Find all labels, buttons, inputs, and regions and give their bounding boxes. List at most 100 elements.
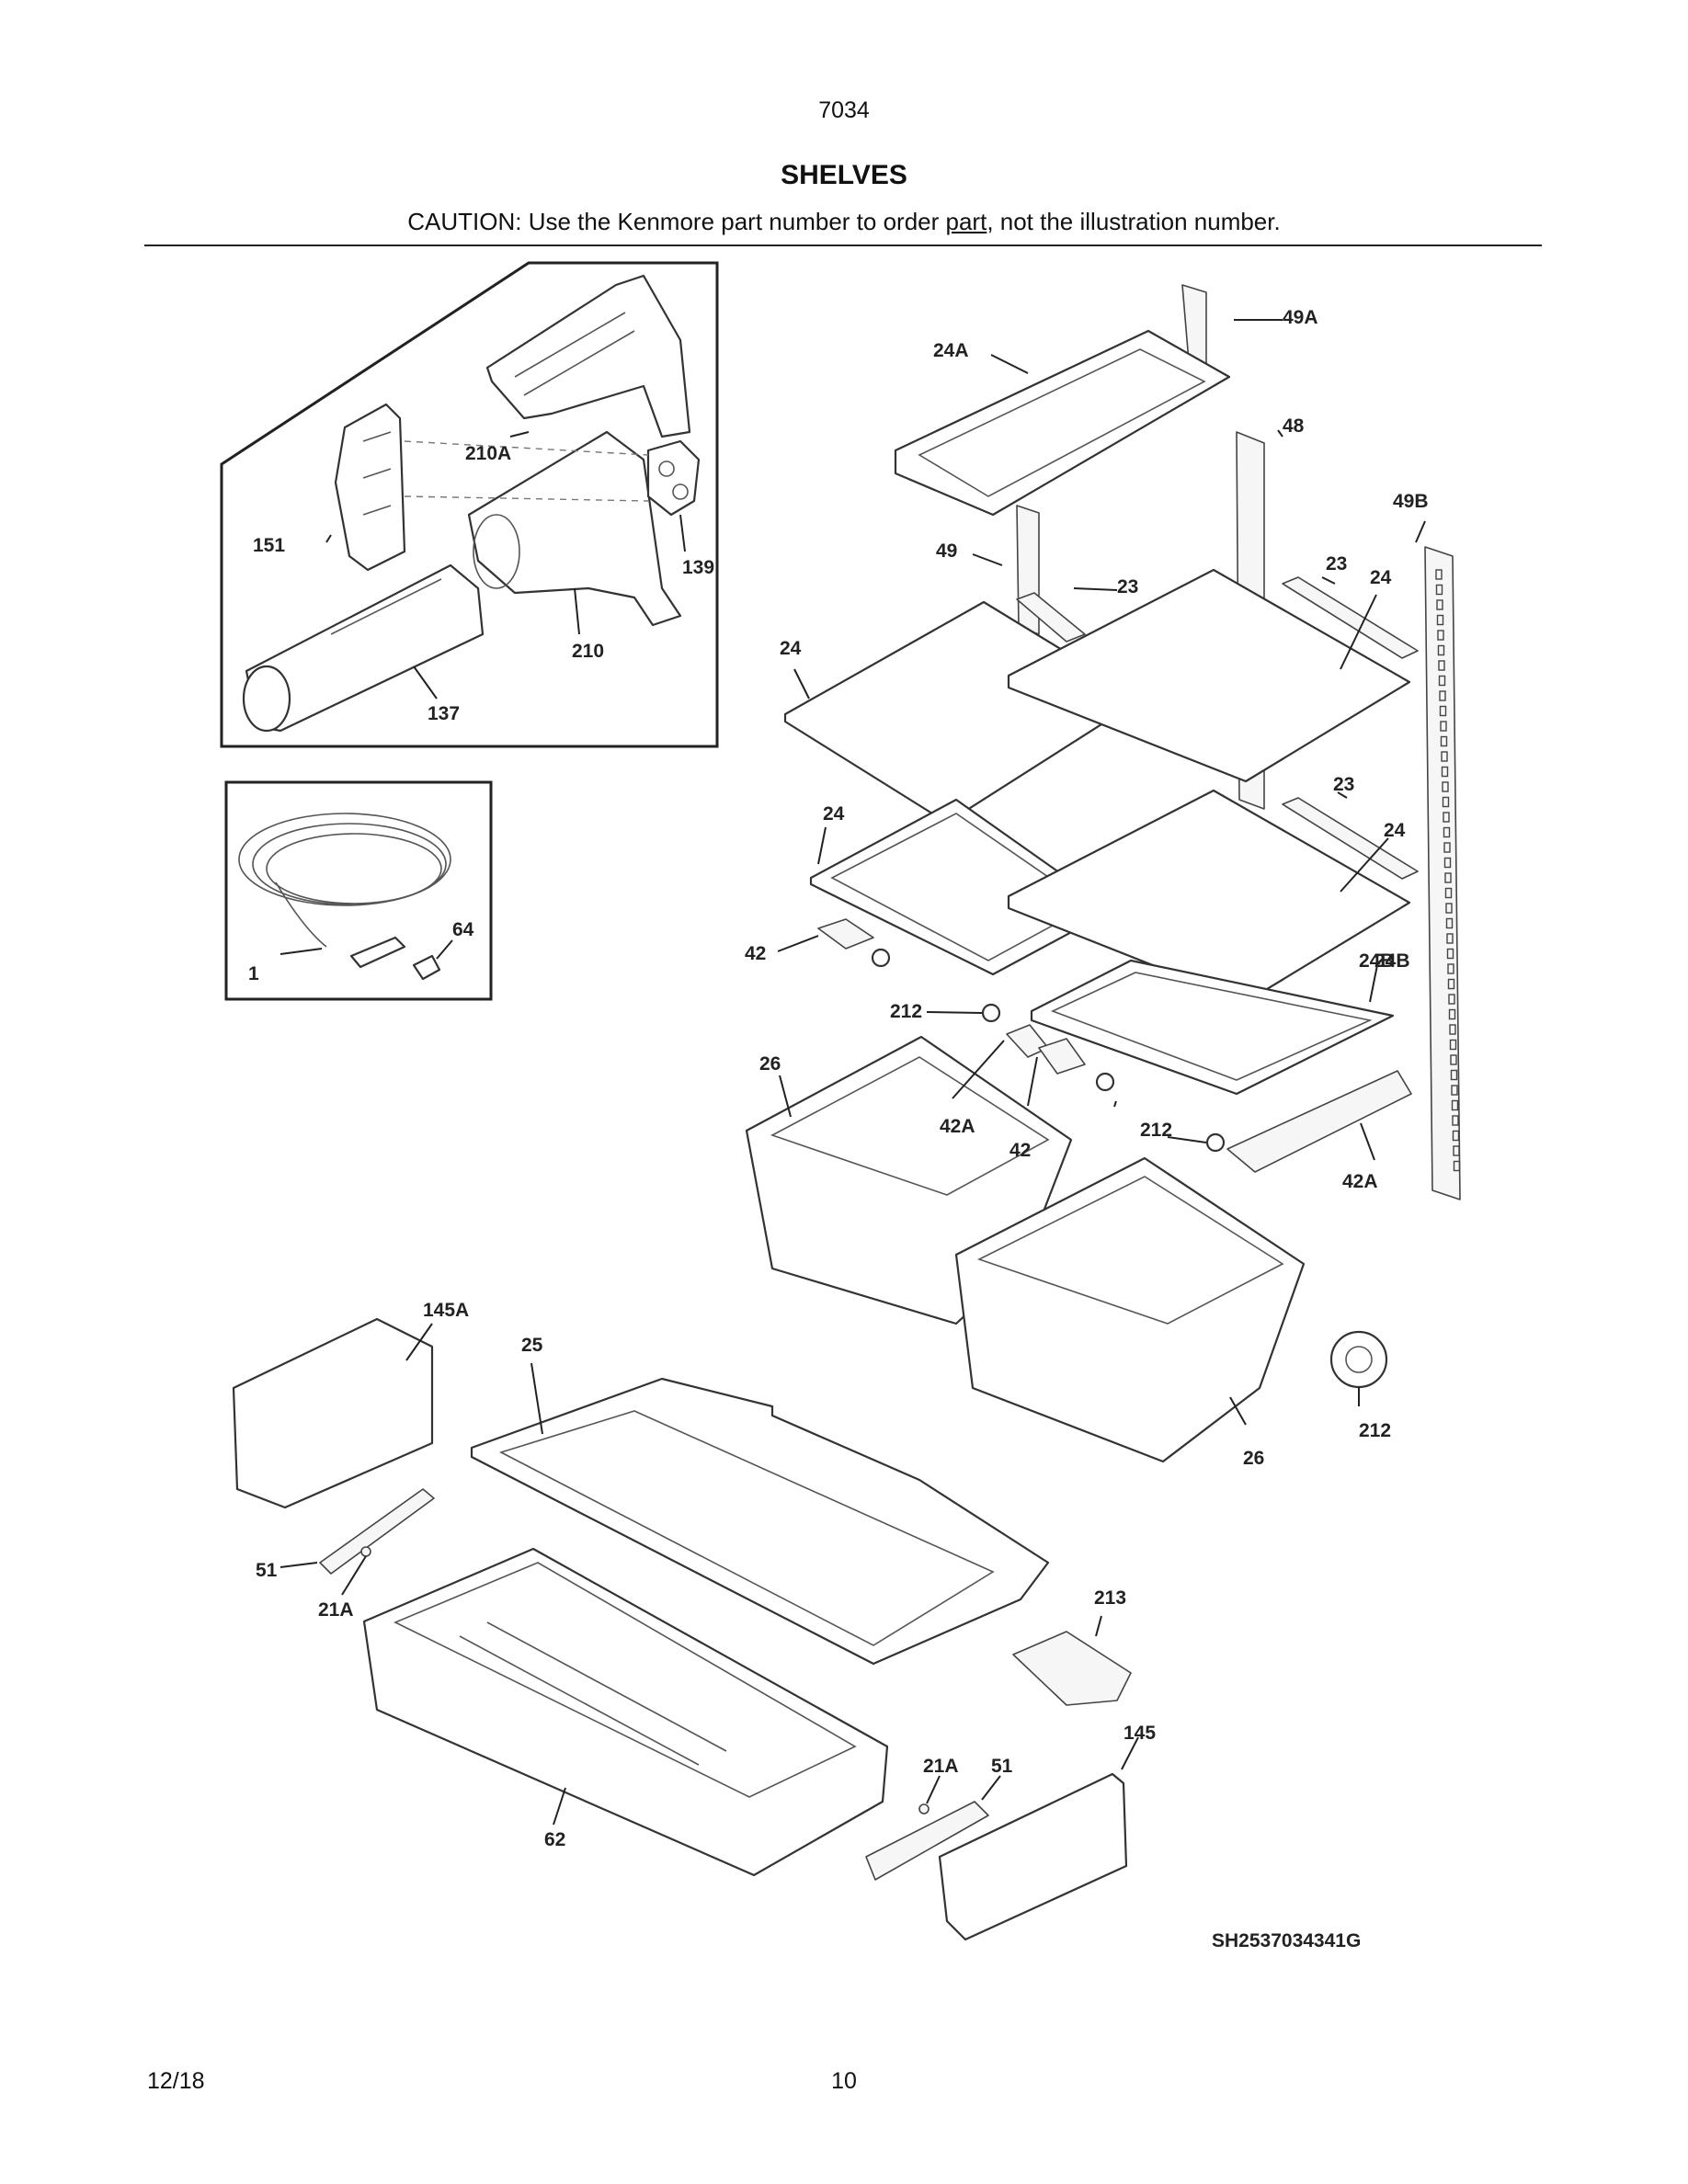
part-212-wheel-detail [1329, 1330, 1388, 1389]
water-line-inset-frame [224, 780, 493, 1001]
rail-slot [1449, 1024, 1456, 1035]
page-title: SHELVES [781, 160, 907, 190]
callout-label: 212 [1359, 1420, 1391, 1441]
callout-label: 24 [823, 803, 845, 825]
rail-slot [1453, 1160, 1461, 1172]
part-212-wheel [981, 1003, 1001, 1023]
caution-text-end: , not the illustration number. [987, 208, 1281, 235]
part-212-wheel [1095, 1072, 1115, 1092]
part-24-shelf-lower-right [1007, 789, 1411, 1004]
part-139-valve [646, 439, 701, 517]
rail-slot [1438, 660, 1445, 671]
rail-slot [1436, 614, 1444, 626]
part-51-slide-right [865, 1801, 989, 1881]
rail-slot [1452, 1130, 1460, 1142]
part-212-wheel [1205, 1132, 1226, 1153]
rail-slot [1443, 857, 1452, 869]
callout-label: 137 [428, 703, 460, 724]
part-151-bracket [334, 403, 406, 572]
callout-label: 24 [780, 638, 802, 659]
rail-slot [1445, 903, 1453, 914]
part-64-clip [412, 954, 441, 981]
part-145A-support-left [232, 1317, 434, 1509]
rail-slot [1441, 766, 1449, 778]
part-25-pan-cover [470, 1377, 1050, 1666]
part-212-wheel [871, 948, 891, 968]
model-number: 7034 [818, 97, 870, 123]
callout-label: 64 [452, 919, 474, 940]
callout-label: 42A [940, 1116, 975, 1137]
rail-slot [1437, 644, 1445, 656]
rail-slot [1451, 1099, 1459, 1111]
callout-label: 26 [759, 1053, 781, 1075]
part-21A-screw-right [918, 1803, 930, 1814]
callout-label: 24B [1359, 950, 1395, 972]
callout-label: 42A [1342, 1171, 1378, 1192]
rail-slot [1452, 1115, 1459, 1126]
part-23-trim-lower [1282, 797, 1419, 880]
callout-label: 51 [991, 1756, 1013, 1777]
callout-label: 24A [933, 340, 969, 361]
part-42-bracket-left [817, 918, 874, 950]
callout-label: 24 [1384, 820, 1406, 841]
rail-slot [1450, 1054, 1457, 1065]
callout-label: 23 [1333, 774, 1354, 795]
part-145-support-right [938, 1772, 1128, 1941]
rail-slot [1446, 948, 1454, 960]
diagram-id: SH2537034341G [1212, 1930, 1361, 1951]
rail-slot [1447, 978, 1455, 990]
callout-label: 25 [521, 1335, 543, 1356]
callout-label: 42 [1009, 1140, 1031, 1161]
rail-slot [1442, 781, 1449, 792]
part-24B-shelf-right [1030, 959, 1395, 1096]
part-26-crisper-right [954, 1156, 1306, 1463]
caution-note: CAUTION: Use the Kenmore part number to … [0, 208, 1688, 236]
callout-label: 210A [465, 443, 511, 464]
rail-slot [1440, 735, 1448, 747]
leader-lines [279, 319, 1426, 1826]
callout-label: 145 [1123, 1723, 1156, 1744]
footer-page-number: 10 [831, 2068, 857, 2094]
callout-label: 49A [1283, 307, 1318, 328]
rail-slot [1443, 826, 1451, 838]
rail-slot [1436, 599, 1443, 610]
rail-slot [1449, 1039, 1457, 1051]
callout-label: 42 [745, 943, 766, 964]
callout-label: 151 [253, 535, 285, 556]
part-1-water-line-fitting [349, 936, 406, 969]
callout-label: 210 [572, 641, 604, 662]
part-24A-shelf [894, 329, 1231, 517]
callout-label: 24B [1374, 950, 1410, 972]
part-210-filter-housing [467, 430, 682, 627]
caution-text-underlined: part [945, 208, 987, 235]
rail-slot [1443, 812, 1450, 823]
callout-label: 21A [318, 1599, 354, 1621]
rail-slot [1437, 630, 1444, 641]
callout-label: 1 [248, 963, 259, 984]
lower-pan-parts [362, 1377, 1050, 1877]
rail-slot [1439, 690, 1446, 701]
callout-label: 49B [1393, 491, 1429, 512]
rail-slot [1453, 1145, 1460, 1156]
callout-label: 145A [423, 1300, 469, 1321]
crisper-drawers [745, 1035, 1306, 1463]
callout-label: 23 [1117, 576, 1138, 597]
footer-date: 12/18 [147, 2068, 205, 2094]
rail-slot [1443, 842, 1451, 853]
part-24-shelf-upper-right [1007, 568, 1411, 783]
slide-supports [232, 1317, 1132, 1941]
callout-label: 48 [1283, 415, 1305, 437]
rail-slot [1448, 994, 1455, 1005]
rail-slot [1441, 751, 1448, 762]
part-21A-screw-left [360, 1546, 371, 1557]
callout-label: 212 [1140, 1120, 1172, 1141]
rail-slot [1450, 1069, 1458, 1081]
filter-inset [220, 261, 719, 748]
caution-text-start: CAUTION: Use the Kenmore part number to … [407, 208, 946, 235]
rail-slot [1447, 963, 1454, 974]
rail-slot [1446, 933, 1454, 944]
part-51-slide-left [319, 1488, 435, 1575]
callout-label: 212 [890, 1001, 922, 1022]
rail-slot [1445, 917, 1454, 929]
